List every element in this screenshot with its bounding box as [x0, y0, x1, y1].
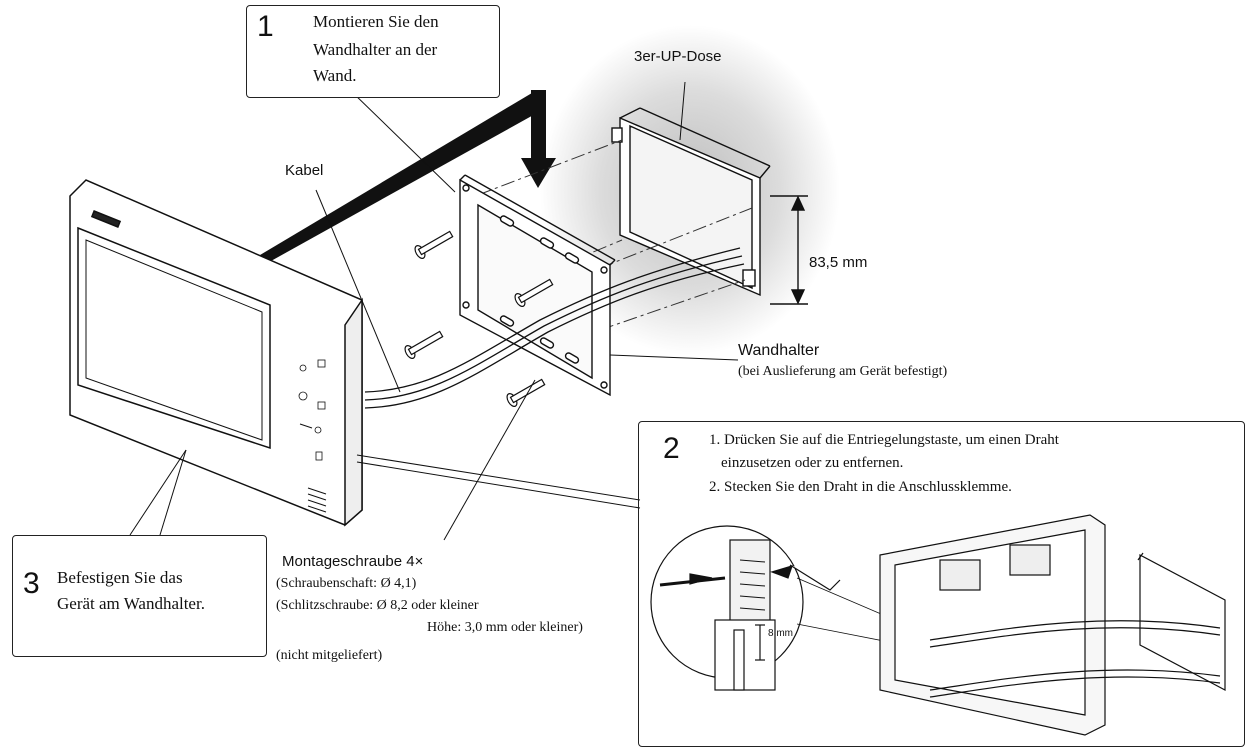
- monitor-device: [69, 179, 363, 527]
- screw-spec-head: (Schlitzschraube: Ø 8,2 oder kleiner: [276, 598, 479, 613]
- cable-bundle: [364, 247, 745, 409]
- step2-instruction1: 1. Drücken Sie auf die Entriegelungstast…: [709, 432, 1059, 448]
- wiring-detail-illustration: [650, 514, 1226, 736]
- step2-number: 2: [663, 432, 680, 465]
- screw-label: Montageschraube 4×: [282, 553, 424, 570]
- screw-spec-shaft: (Schraubenschaft: Ø 4,1): [276, 576, 417, 591]
- screw-spec-height: Höhe: 3,0 mm oder kleiner): [427, 620, 583, 635]
- leader-lines: [129, 81, 739, 541]
- step3-line2: Gerät am Wandhalter.: [57, 594, 205, 613]
- wire-strip-length: 8 mm: [768, 628, 793, 639]
- step1-callout: 1 Montieren Sie den Wandhalter an der Wa…: [246, 5, 500, 98]
- mounting-screws: [404, 230, 554, 407]
- dimension-label: 83,5 mm: [809, 254, 868, 271]
- step3-number: 3: [23, 567, 40, 600]
- bracket-note: (bei Auslieferung am Gerät befestigt): [738, 364, 948, 379]
- cable-label: Kabel: [285, 162, 324, 179]
- step2-instruction1-cont: einzusetzen oder zu entfernen.: [721, 455, 904, 471]
- step1-line3: Wand.: [313, 66, 357, 85]
- mounting-direction-arrow: [255, 90, 556, 266]
- flush-box-label: 3er-UP-Dose: [634, 48, 722, 65]
- step1-number: 1: [257, 10, 274, 43]
- step2-instruction2: 2. Stecken Sie den Draht in die Anschlus…: [709, 479, 1012, 495]
- bracket-label: Wandhalter: [738, 342, 820, 359]
- step3-line1: Befestigen Sie das: [57, 568, 183, 587]
- step1-line1: Montieren Sie den: [313, 12, 439, 31]
- screw-not-included: (nicht mitgeliefert): [276, 648, 383, 663]
- dimension-indicator: [770, 195, 808, 305]
- step1-line2: Wandhalter an der: [313, 40, 438, 59]
- flush-box: [611, 107, 771, 297]
- step2-callout: 2 1. Drücken Sie auf die Entriegelungsta…: [638, 421, 1245, 747]
- step3-callout: 3 Befestigen Sie das Gerät am Wandhalter…: [12, 535, 267, 657]
